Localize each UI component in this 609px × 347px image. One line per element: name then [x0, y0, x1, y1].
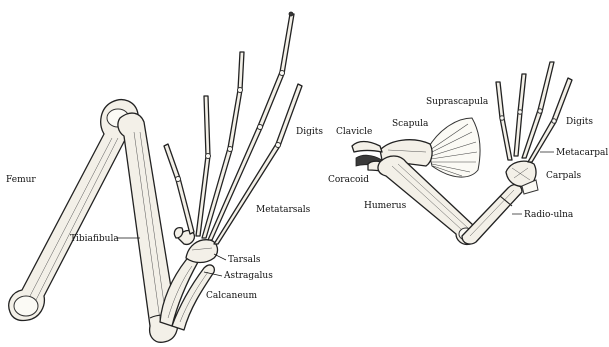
label-hind-digits: Digits [296, 127, 323, 137]
metacarpals-digits-bones [496, 62, 572, 162]
label-femur: Femur [6, 175, 36, 185]
label-coracoid: Coracoid [328, 175, 369, 185]
label-carpals: Carpals [546, 171, 582, 181]
label-fore-digits: Digits [566, 117, 593, 127]
label-astragalus: Astragalus [223, 271, 273, 281]
label-metatarsals: Metatarsals [256, 205, 311, 215]
label-humerus: Humerus [364, 201, 407, 211]
femur-bone [9, 100, 139, 321]
hindlimb-illustration: Femur Tibiafibula Digits Metatarsals Tar… [6, 12, 323, 342]
label-metacarpal: Metacarpal [556, 148, 608, 158]
suprascapula-bone [428, 118, 480, 177]
label-scapula: Scapula [392, 119, 429, 129]
label-tibiafibula: Tibiafibula [70, 234, 119, 244]
label-suprascapula: Suprascapula [426, 97, 489, 107]
label-calcaneum: Calcaneum [206, 291, 257, 301]
label-radio-ulna: Radio-ulna [524, 210, 574, 220]
forelimb-illustration: Suprascapula Clavicle Scapula Coracoid H… [328, 62, 608, 244]
label-tarsals: Tarsals [228, 255, 261, 265]
label-clavicle: Clavicle [336, 127, 372, 137]
